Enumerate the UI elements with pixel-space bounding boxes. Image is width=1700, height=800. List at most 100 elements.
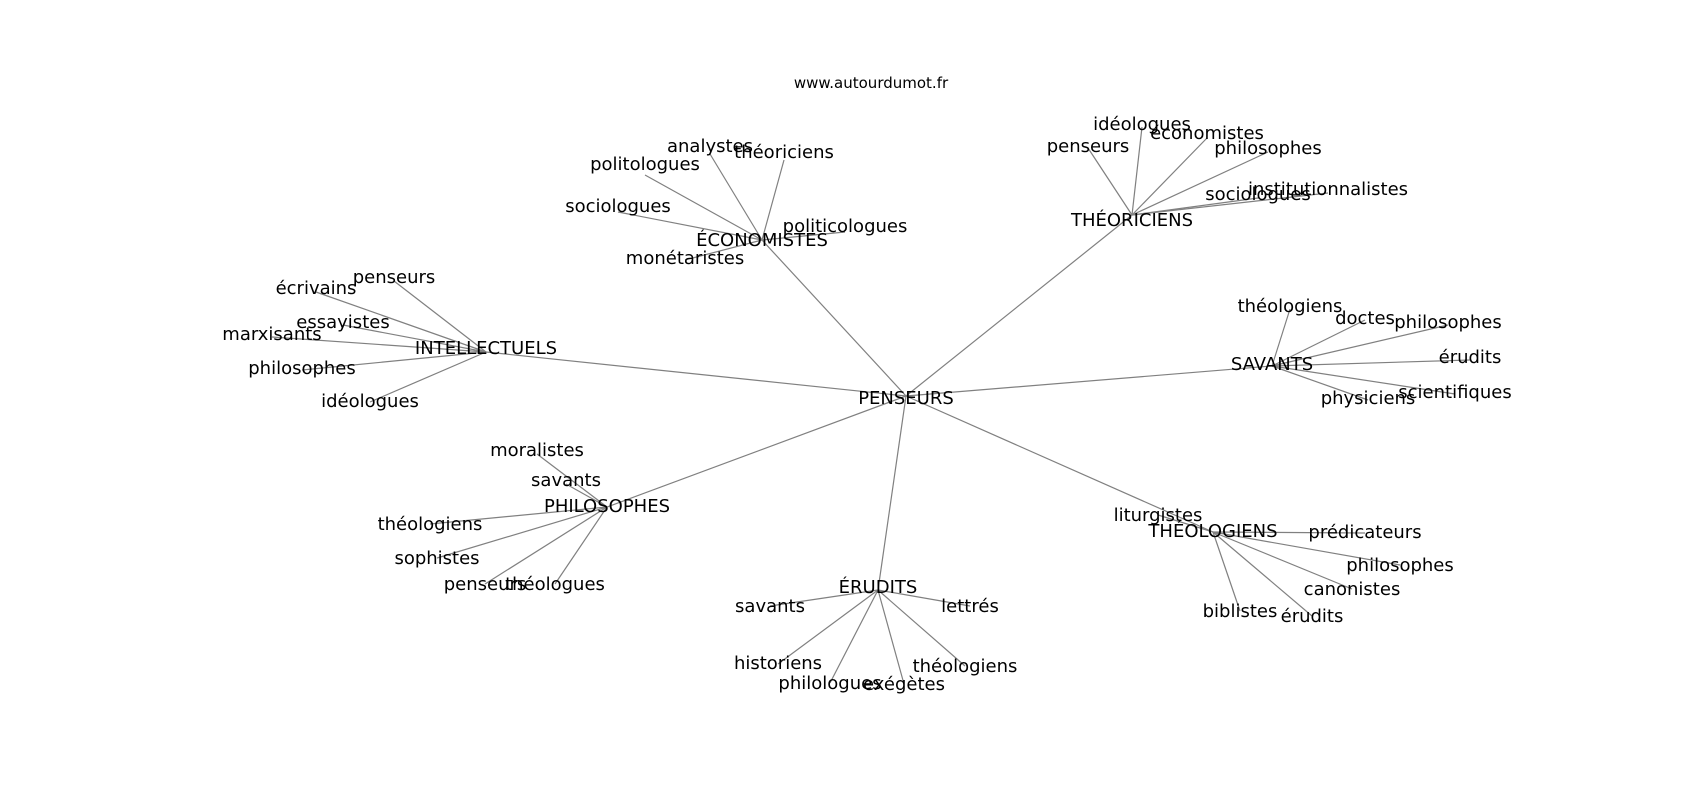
hub-node-intellectuels: INTELLECTUELS (415, 338, 557, 359)
leaf-node-label: idéologues (1093, 114, 1191, 135)
edge-erudits-leaf (769, 589, 879, 607)
leaf-node-label: sophistes (394, 548, 479, 569)
labels-layer: www.autourdumot.fr PENSEURS analystesthé… (222, 74, 1511, 695)
edge-philosophes-leaf (484, 506, 608, 585)
leaf-node-label: politologues (590, 154, 700, 175)
edge-erudits-leaf (877, 589, 905, 685)
edge-economistes-leaf (684, 239, 763, 261)
edge-center-intellectuels (485, 351, 907, 397)
leaf-node-label: théologues (505, 574, 605, 595)
edge-philosophes-leaf (429, 506, 608, 525)
hub-node-erudits: ÉRUDITS (839, 576, 918, 598)
leaf-node-label: sociologues (1205, 184, 1311, 205)
edge-savants-leaf (1271, 365, 1369, 401)
leaf-node-label: prédicateurs (1308, 522, 1421, 543)
leaf-node-label: monétaristes (626, 248, 744, 269)
leaf-node-label: essayistes (296, 312, 389, 333)
edge-economistes-leaf (617, 211, 763, 241)
edge-philosophes-leaf (554, 506, 608, 585)
edge-center-erudits (877, 395, 907, 591)
leaf-node-label: lettrés (941, 596, 999, 617)
edge-erudits-leaf (829, 589, 879, 684)
edge-theologiens-leaf (1157, 514, 1214, 533)
edge-center-theologiens (905, 395, 1214, 533)
leaf-node-label: doctes (1335, 308, 1395, 329)
leaf-node-label: érudits (1281, 606, 1344, 627)
leaf-node-label: savants (735, 596, 805, 617)
edge-savants-leaf (1271, 365, 1456, 395)
edge-savants-leaf (1271, 359, 1471, 367)
leaf-node-label: moralistes (490, 440, 584, 461)
leaf-node-label: historiens (734, 653, 822, 674)
leaf-node-label: penseurs (353, 267, 436, 288)
leaf-node-label: canonistes (1304, 579, 1401, 600)
edge-theologiens-leaf (1212, 531, 1353, 590)
leaf-node-label: penseurs (1047, 136, 1130, 157)
edge-theoriciens-leaf (1131, 151, 1269, 216)
edge-intellectuels-leaf (301, 351, 487, 371)
hub-node-philosophes: PHILOSOPHES (544, 496, 670, 517)
edge-intellectuels-leaf (369, 351, 487, 403)
edge-erudits-leaf (777, 589, 879, 665)
edge-center-savants (905, 365, 1273, 397)
leaf-node-label: sociologues (565, 196, 671, 217)
edge-erudits-leaf (877, 589, 966, 667)
leaf-node-label: philosophes (1214, 138, 1322, 159)
leaf-node-label: exégètes (863, 674, 945, 695)
leaf-node-label: théologiens (913, 656, 1018, 677)
hub-node-theologiens: THÉOLOGIENS (1147, 520, 1277, 542)
edges-layer (271, 126, 1471, 685)
leaf-node-label: théologiens (1238, 296, 1343, 317)
edge-theologiens-leaf (1212, 531, 1366, 534)
leaf-node-label: théoriciens (734, 142, 834, 163)
leaf-node-label: physiciens (1321, 388, 1416, 409)
edge-intellectuels-leaf (315, 291, 487, 353)
hub-node-theoriciens: THÉORICIENS (1070, 209, 1193, 231)
edge-philosophes-leaf (536, 453, 608, 508)
edge-theoriciens-leaf (1131, 126, 1143, 216)
edge-theologiens-leaf (1212, 531, 1241, 612)
edge-economistes-leaf (761, 231, 846, 241)
leaf-node-label: politicologues (783, 216, 908, 237)
leaf-node-label: scientifiques (1398, 382, 1511, 403)
edge-savants-leaf (1271, 319, 1366, 367)
leaf-node-label: savants (531, 470, 601, 491)
edge-economistes-leaf (761, 159, 785, 241)
edge-center-theoriciens (905, 214, 1133, 397)
edge-erudits-leaf (877, 589, 971, 607)
leaf-node-label: théologiens (378, 514, 483, 535)
source-label: www.autourdumot.fr (794, 74, 949, 92)
edge-intellectuels-leaf (271, 336, 487, 353)
edge-center-philosophes (606, 395, 907, 508)
leaf-node-label: liturgistes (1114, 505, 1203, 526)
edge-theoriciens-leaf (1131, 137, 1208, 216)
edge-philosophes-leaf (436, 506, 608, 559)
leaf-node-label: philosophes (248, 358, 356, 379)
leaf-node-label: philosophes (1394, 312, 1502, 333)
edge-theologiens-leaf (1212, 531, 1401, 566)
edge-theoriciens-leaf (1131, 192, 1329, 216)
leaf-node-label: penseurs (444, 574, 527, 595)
edge-savants-leaf (1271, 324, 1449, 367)
edge-theologiens-leaf (1212, 531, 1313, 617)
hub-node-economistes: ÉCONOMISTES (696, 229, 828, 251)
edge-savants-leaf (1271, 308, 1291, 367)
edge-intellectuels-leaf (393, 280, 487, 353)
edge-center-economistes (761, 239, 907, 397)
edge-intellectuels-leaf (342, 324, 487, 353)
edge-economistes-leaf (644, 174, 763, 241)
leaf-node-label: philosophes (1346, 555, 1454, 576)
leaf-node-label: analystes (667, 136, 753, 157)
edge-economistes-leaf (709, 153, 763, 241)
edge-theoriciens-leaf (1087, 147, 1133, 216)
leaf-node-label: érudits (1439, 347, 1502, 368)
leaf-node-label: marxisants (222, 324, 321, 345)
center-node-label: PENSEURS (858, 388, 954, 409)
leaf-node-label: institutionnalistes (1248, 179, 1408, 200)
edge-philosophes-leaf (565, 483, 608, 508)
leaf-node-label: philologues (778, 673, 881, 694)
leaf-node-label: idéologues (321, 391, 419, 412)
hub-node-savants: SAVANTS (1231, 354, 1313, 375)
leaf-node-label: écrivains (276, 278, 357, 299)
